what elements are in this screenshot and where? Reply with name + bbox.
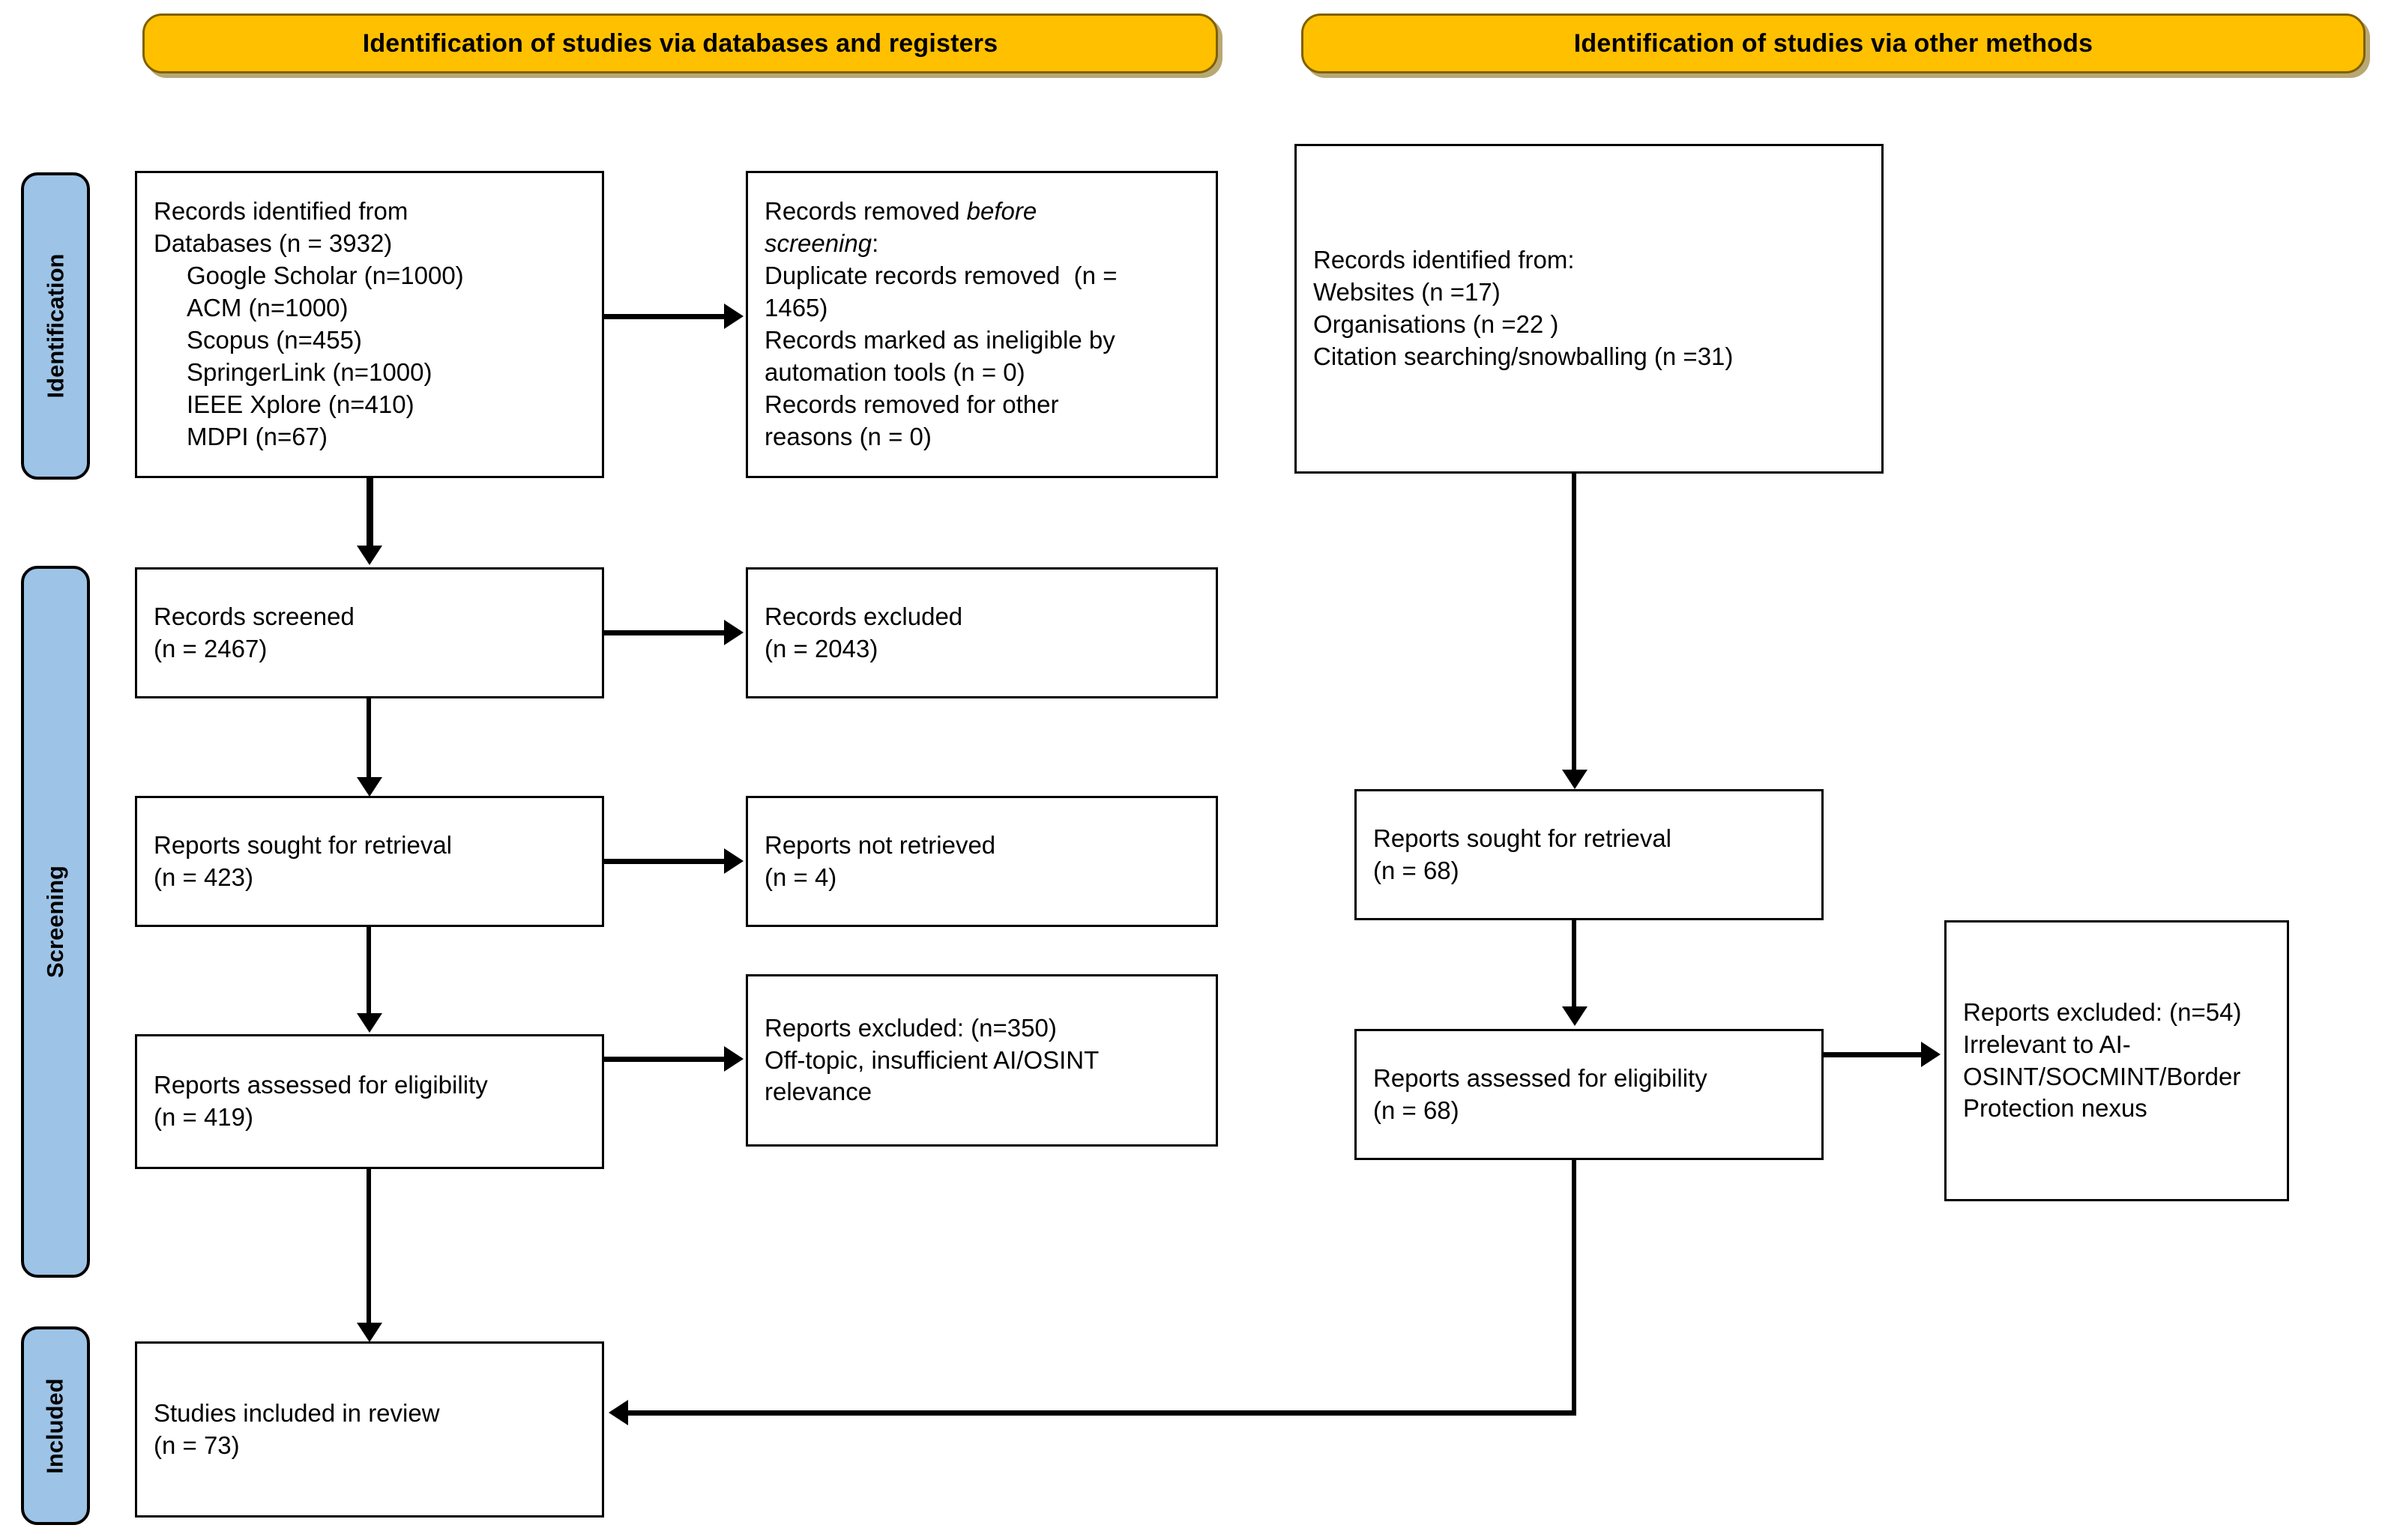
- reports-excluded-right-line-1: Reports excluded: (n=54): [1963, 997, 2242, 1026]
- studies-included-line-1: Studies included in review: [154, 1398, 440, 1427]
- records-identified-source-mdpi: MDPI (n=67): [187, 422, 328, 450]
- connector-sought-right-to-assessed-right-arrowhead: [1562, 1006, 1588, 1026]
- connector-assessed-to-included: [367, 1169, 371, 1326]
- connector-identified-to-removed-arrowhead: [724, 304, 744, 329]
- records-identified-source-google-scholar: Google Scholar (n=1000): [187, 262, 464, 290]
- box-reports-sought-for-retrieval-right: Reports sought for retrieval (n = 68): [1354, 789, 1824, 920]
- records-removed-line-automation-2: automation tools (n = 0): [765, 357, 1025, 386]
- box-reports-assessed-for-eligibility-right: Reports assessed for eligibility (n = 68…: [1354, 1029, 1824, 1160]
- connector-sought-to-not-retrieved-arrowhead: [724, 848, 744, 874]
- records-removed-heading: Records removed before: [765, 196, 1199, 228]
- records-removed-line-other-2: reasons (n = 0): [765, 422, 932, 450]
- connector-assessed-to-excluded-left: [604, 1057, 728, 1062]
- reports-excluded-right-line-3: OSINT/SOCMINT/Border: [1963, 1062, 2241, 1090]
- stage-label-screening-text: Screening: [42, 866, 69, 978]
- records-identified-source-springerlink: SpringerLink (n=1000): [187, 357, 432, 386]
- records-identified-other-line-citation-searching: Citation searching/snowballing (n =31): [1313, 342, 1734, 370]
- stage-label-identification-text: Identification: [42, 253, 69, 399]
- connector-screened-to-sought-arrowhead: [357, 777, 382, 797]
- records-removed-heading-2: screening:: [765, 228, 1199, 260]
- box-records-excluded: Records excluded (n = 2043): [746, 567, 1218, 698]
- connector-assessed-to-excluded-left-arrowhead: [724, 1046, 744, 1072]
- box-records-identified-from-databases: Records identified from Databases (n = 3…: [135, 171, 604, 478]
- records-identified-other-line-organisations: Organisations (n =22 ): [1313, 310, 1559, 338]
- records-identified-source-acm: ACM (n=1000): [187, 294, 349, 322]
- reports-excluded-left-line-3: relevance: [765, 1078, 872, 1106]
- connector-screened-to-sought: [367, 698, 371, 781]
- records-removed-line-duplicate-2: 1465): [765, 294, 828, 322]
- box-studies-included-in-review: Studies included in review (n = 73): [135, 1341, 604, 1518]
- box-records-identified-other-methods: Records identified from: Websites (n =17…: [1294, 144, 1884, 474]
- studies-included-line-2: (n = 73): [154, 1431, 240, 1459]
- box-reports-assessed-for-eligibility-left: Reports assessed for eligibility (n = 41…: [135, 1034, 604, 1169]
- banner-databases-and-registers: Identification of studies via databases …: [142, 13, 1218, 73]
- reports-assessed-right-line-2: (n = 68): [1373, 1096, 1459, 1124]
- connector-identified-to-screened: [367, 478, 373, 549]
- reports-sought-right-line-2: (n = 68): [1373, 856, 1459, 884]
- banner-databases-label: Identification of studies via databases …: [362, 28, 998, 58]
- box-records-removed-before-screening: Records removed before screening: Duplic…: [746, 171, 1218, 478]
- records-identified-other-line-websites: Websites (n =17): [1313, 278, 1501, 307]
- connector-right-to-included-horizontal: [628, 1410, 1576, 1416]
- connector-sought-to-assessed: [367, 927, 371, 1017]
- connector-identified-to-screened-arrowhead: [357, 546, 382, 565]
- reports-sought-left-line-1: Reports sought for retrieval: [154, 830, 453, 859]
- connector-identified-to-removed: [604, 314, 728, 319]
- records-identified-source-ieee-xplore: IEEE Xplore (n=410): [187, 390, 414, 418]
- reports-assessed-right-line-1: Reports assessed for eligibility: [1373, 1063, 1707, 1092]
- box-reports-not-retrieved: Reports not retrieved (n = 4): [746, 796, 1218, 927]
- connector-screened-to-excluded: [604, 630, 728, 635]
- box-reports-sought-for-retrieval-left: Reports sought for retrieval (n = 423): [135, 796, 604, 927]
- records-removed-line-duplicate-1: Duplicate records removed (n =: [765, 262, 1118, 290]
- reports-sought-right-line-1: Reports sought for retrieval: [1373, 824, 1672, 852]
- connector-sought-to-assessed-arrowhead: [357, 1013, 382, 1033]
- reports-assessed-left-line-2: (n = 419): [154, 1103, 253, 1131]
- stage-label-screening: Screening: [21, 566, 90, 1278]
- stage-label-included: Included: [21, 1326, 90, 1525]
- connector-other-identified-to-sought-right-arrowhead: [1562, 770, 1588, 789]
- records-identified-line-2: Databases (n = 3932): [154, 229, 393, 258]
- stage-label-identification: Identification: [21, 172, 90, 480]
- banner-other-methods-label: Identification of studies via other meth…: [1573, 28, 2093, 58]
- records-removed-line-other-1: Records removed for other: [765, 390, 1059, 418]
- records-removed-heading-italic-before: before: [966, 197, 1037, 226]
- stage-label-included-text: Included: [42, 1377, 69, 1474]
- reports-excluded-left-line-1: Reports excluded: (n=350): [765, 1013, 1057, 1042]
- box-reports-excluded-right: Reports excluded: (n=54) Irrelevant to A…: [1944, 920, 2289, 1201]
- connector-sought-to-not-retrieved: [604, 859, 728, 864]
- connector-right-to-included-vertical: [1572, 1160, 1576, 1415]
- records-screened-line-1: Records screened: [154, 602, 355, 630]
- connector-assessed-right-to-excluded-right: [1824, 1052, 1925, 1057]
- records-excluded-line-2: (n = 2043): [765, 634, 878, 662]
- box-reports-excluded-left: Reports excluded: (n=350) Off-topic, ins…: [746, 974, 1218, 1147]
- reports-not-retrieved-line-2: (n = 4): [765, 863, 837, 891]
- reports-not-retrieved-line-1: Reports not retrieved: [765, 830, 996, 859]
- reports-assessed-left-line-1: Reports assessed for eligibility: [154, 1071, 488, 1099]
- connector-assessed-right-to-excluded-right-arrowhead: [1921, 1042, 1941, 1067]
- records-identified-source-scopus: Scopus (n=455): [187, 326, 362, 354]
- reports-excluded-left-line-2: Off-topic, insufficient AI/OSINT: [765, 1045, 1100, 1074]
- connector-other-identified-to-sought-right: [1572, 474, 1576, 773]
- records-screened-line-2: (n = 2467): [154, 634, 268, 662]
- records-identified-line-1: Records identified from: [154, 197, 408, 226]
- records-identified-other-line-1: Records identified from:: [1313, 246, 1575, 274]
- records-removed-heading-colon: :: [872, 229, 879, 258]
- reports-sought-left-line-2: (n = 423): [154, 863, 253, 891]
- records-removed-line-automation-1: Records marked as ineligible by: [765, 326, 1115, 354]
- records-removed-heading-plain: Records removed: [765, 197, 967, 226]
- banner-other-methods: Identification of studies via other meth…: [1301, 13, 2366, 73]
- reports-excluded-right-line-4: Protection nexus: [1963, 1094, 2147, 1123]
- records-excluded-line-1: Records excluded: [765, 602, 963, 630]
- connector-screened-to-excluded-arrowhead: [724, 620, 744, 645]
- reports-excluded-right-line-2: Irrelevant to AI-: [1963, 1030, 2131, 1058]
- connector-sought-right-to-assessed-right: [1572, 920, 1576, 1010]
- connector-right-to-included-arrowhead: [609, 1400, 628, 1425]
- connector-assessed-to-included-arrowhead: [357, 1323, 382, 1342]
- box-records-screened: Records screened (n = 2467): [135, 567, 604, 698]
- records-removed-heading-italic-screening: screening: [765, 229, 872, 258]
